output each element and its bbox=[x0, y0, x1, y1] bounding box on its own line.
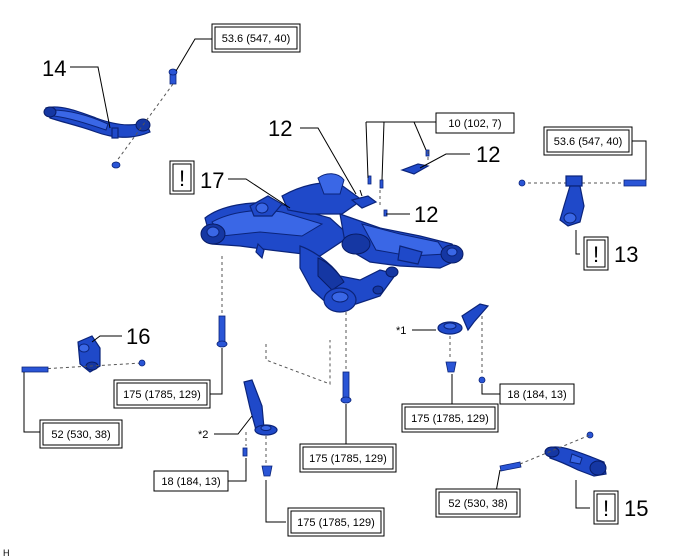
callout-16: 16 bbox=[126, 324, 150, 349]
callout-12-b: 12 bbox=[476, 142, 500, 167]
dashed-axis-14 bbox=[115, 83, 174, 163]
callout-12-a: 12 bbox=[268, 116, 292, 141]
warning-box-13: ! bbox=[583, 236, 609, 271]
warning-icon: ! bbox=[593, 242, 599, 267]
part-17-rear-subframe bbox=[200, 173, 464, 313]
torque-box-12: 10 (102, 7) bbox=[435, 112, 515, 134]
torque-box-2-bolt: 175 (1785, 129) bbox=[287, 507, 385, 537]
torque-box-17-left: 175 (1785, 129) bbox=[113, 379, 211, 409]
callout-15: 15 bbox=[624, 496, 648, 521]
warning-icon: ! bbox=[603, 496, 609, 521]
torque-13-text: 53.6 (547, 40) bbox=[554, 136, 623, 148]
part-12-bracket-b bbox=[400, 163, 430, 175]
torque-12-text: 10 (102, 7) bbox=[448, 118, 501, 130]
callout-12-c: 12 bbox=[414, 202, 438, 227]
warning-box-17: ! bbox=[169, 160, 195, 195]
torque-1-small-text: 18 (184, 13) bbox=[507, 389, 566, 401]
callout-star2: *2 bbox=[198, 429, 208, 441]
callout-13: 13 bbox=[614, 242, 638, 267]
part-star1-lower-bracket bbox=[437, 303, 490, 384]
figure-code: H bbox=[3, 548, 10, 558]
torque-box-1-small: 18 (184, 13) bbox=[499, 383, 575, 405]
callout-17: 17 bbox=[200, 168, 224, 193]
torque-2-small-text: 18 (184, 13) bbox=[161, 476, 220, 488]
part-12-bracket-a bbox=[350, 189, 378, 209]
part-13-toe-link bbox=[518, 175, 647, 227]
torque-2-bolt-text: 175 (1785, 129) bbox=[297, 517, 375, 529]
torque-box-16: 52 (530, 38) bbox=[39, 419, 123, 449]
part-14-upper-arm bbox=[43, 68, 178, 169]
torque-box-14: 53.6 (547, 40) bbox=[211, 23, 301, 53]
torque-box-15: 52 (530, 38) bbox=[435, 488, 521, 518]
torque-box-17-center: 175 (1785, 129) bbox=[299, 443, 397, 473]
torque-16-text: 52 (530, 38) bbox=[51, 429, 110, 441]
warning-box-15: ! bbox=[593, 490, 619, 525]
part-star2-lower-bracket bbox=[242, 379, 278, 477]
callout-star1: *1 bbox=[396, 325, 406, 337]
part-15-lower-arm bbox=[499, 431, 607, 477]
torque-box-2-small: 18 (184, 13) bbox=[153, 470, 229, 492]
torque-box-13: 53.6 (547, 40) bbox=[543, 126, 633, 156]
warning-icon: ! bbox=[179, 166, 185, 191]
part-16-bracket bbox=[21, 335, 146, 373]
mount-bolts-vertical bbox=[216, 148, 483, 464]
torque-15-text: 52 (530, 38) bbox=[448, 498, 507, 510]
torque-box-1-bolt: 175 (1785, 129) bbox=[401, 403, 499, 433]
torque-17-center-text: 175 (1785, 129) bbox=[309, 453, 387, 465]
torque-14-text: 53.6 (547, 40) bbox=[222, 33, 291, 45]
torque-17-left-text: 175 (1785, 129) bbox=[123, 389, 201, 401]
torque-1-bolt-text: 175 (1785, 129) bbox=[411, 413, 489, 425]
callout-14: 14 bbox=[42, 56, 66, 81]
